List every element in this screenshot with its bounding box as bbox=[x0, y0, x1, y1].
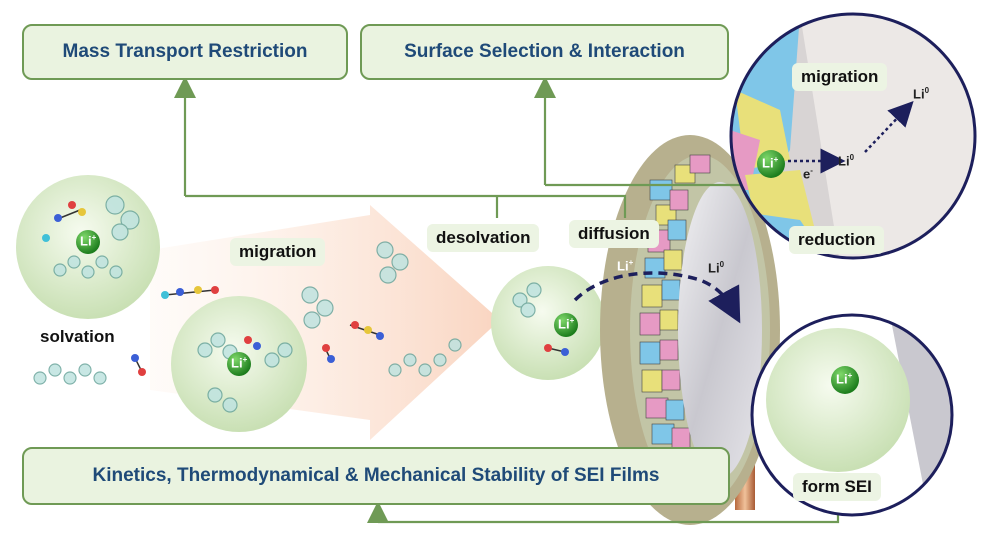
desolvation-label: desolvation bbox=[427, 224, 540, 252]
li-ion-label-4: Li+ bbox=[617, 258, 634, 274]
li-ion-label-1: Li+ bbox=[80, 233, 97, 249]
li-ion-sphere-1 bbox=[76, 230, 100, 254]
anion-atoms bbox=[42, 201, 569, 376]
li-metal-label-reduced: Li0 bbox=[838, 153, 855, 169]
li-ion-sphere-2 bbox=[227, 352, 251, 376]
migration-label: migration bbox=[230, 238, 326, 266]
li-metal-label-anode: Li0 bbox=[708, 260, 725, 276]
form-sei-label: form SEI bbox=[793, 473, 881, 501]
mass-transport-restriction-box: Mass Transport Restriction bbox=[22, 24, 348, 80]
solvation-label: solvation bbox=[40, 327, 115, 346]
li-ion-label-3: Li+ bbox=[558, 316, 575, 332]
li-ion-label-2: Li+ bbox=[231, 355, 248, 371]
solvation-shell-desolvating bbox=[491, 266, 605, 380]
li-ion-label-inset: Li+ bbox=[762, 155, 779, 171]
reduction-label: reduction bbox=[789, 226, 885, 254]
li-metal-label-migrated: Li0 bbox=[913, 86, 930, 102]
surface-selection-interaction-box: Surface Selection & Interaction bbox=[360, 24, 729, 80]
li-ion-sphere-3 bbox=[554, 313, 578, 337]
inset-migration-label: migration bbox=[792, 63, 888, 91]
li-ion-label-sei-inset: Li+ bbox=[836, 371, 853, 387]
electron-label: e- bbox=[803, 166, 813, 182]
diffusion-label: diffusion bbox=[569, 220, 659, 248]
sei-stability-box: Kinetics, Thermodynamical & Mechanical S… bbox=[22, 447, 730, 505]
inset-reduction bbox=[729, 12, 977, 260]
lithium-metal-anode bbox=[678, 182, 762, 478]
